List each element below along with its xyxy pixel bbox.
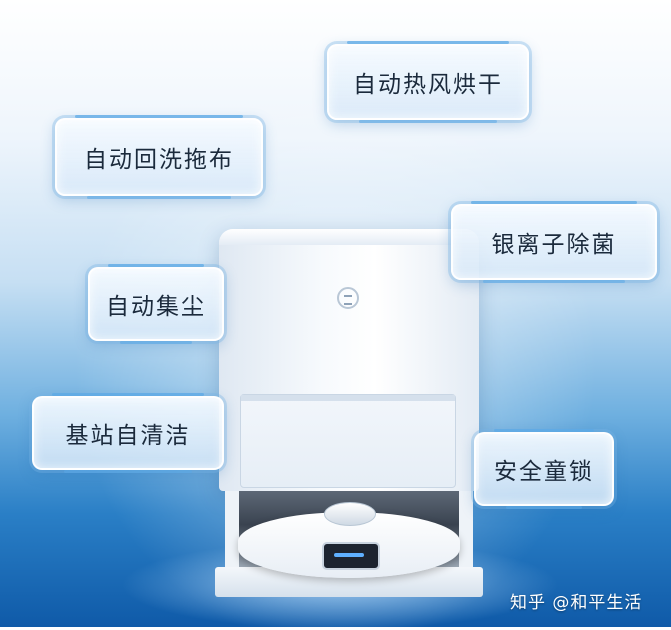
feature-label-child-lock: 安全童锁 [474, 429, 614, 509]
feature-text: 银离子除菌 [491, 232, 617, 258]
station-lid [219, 229, 479, 245]
feature-text: 自动回洗拖布 [84, 147, 234, 173]
brand-logo-icon [337, 287, 359, 309]
feature-label-auto-mop-wash: 自动回洗拖布 [55, 115, 263, 199]
feature-text: 基站自清洁 [65, 423, 191, 449]
robot-display [322, 542, 380, 570]
feature-text: 自动热风烘干 [353, 72, 503, 98]
feature-label-hot-air-dry: 自动热风烘干 [327, 41, 529, 123]
robot-vacuum [238, 502, 460, 578]
feature-label-auto-dust: 自动集尘 [88, 264, 224, 344]
station-body [219, 229, 479, 491]
feature-label-self-clean: 基站自清洁 [32, 393, 224, 473]
watermark: 知乎 @和平生活 [510, 593, 643, 613]
base-station-product-image [215, 229, 483, 597]
feature-text: 安全童锁 [494, 459, 594, 485]
water-tank [240, 394, 456, 488]
feature-label-silver-ion: 银离子除菌 [451, 201, 657, 283]
lidar-turret [324, 502, 376, 526]
feature-text: 自动集尘 [106, 294, 206, 320]
